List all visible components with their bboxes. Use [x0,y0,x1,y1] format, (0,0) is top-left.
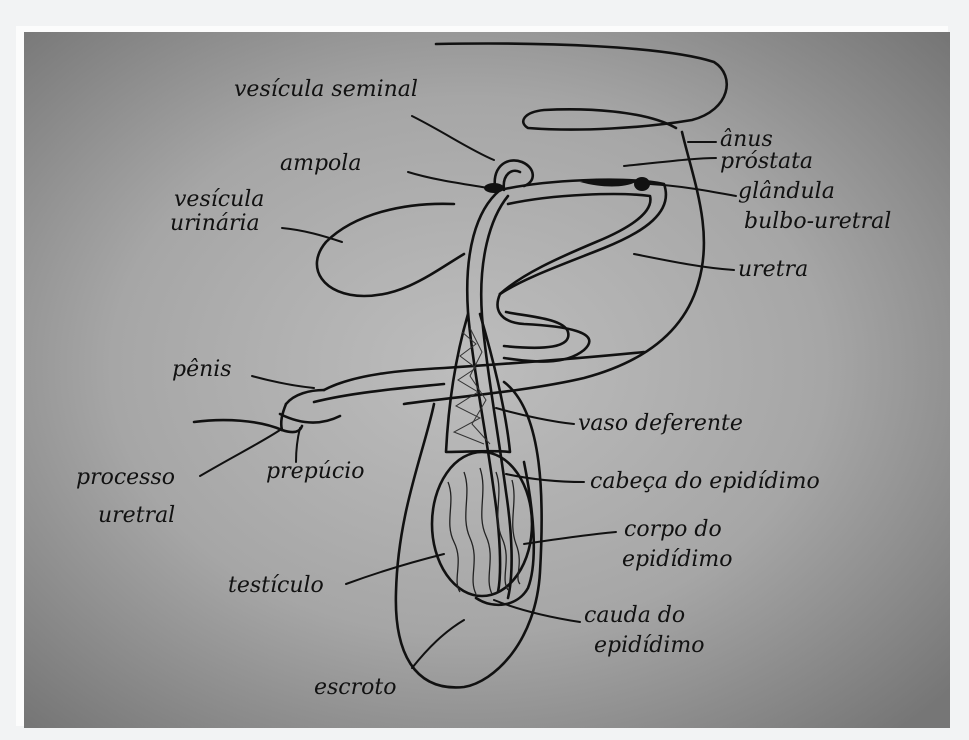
label-cauda-epididimo-1: cauda do [584,603,685,628]
label-testiculo: testículo [228,573,324,598]
bulbourethral-gland-mark [634,177,650,191]
label-corpo-epididimo-1: corpo do [624,517,722,542]
label-vaso-deferente: vaso deferente [578,411,743,436]
label-vesicula-seminal: vesícula seminal [234,77,418,102]
label-vesicula-urinaria-1: vesícula [174,187,264,212]
diagram-background [24,32,950,728]
label-prepucio: prepúcio [266,459,364,484]
label-glandula-2: bulbo-uretral [744,209,891,234]
label-processo-uretral-1: processo [76,465,175,490]
label-uretra: uretra [738,257,808,282]
label-glandula-1: glândula [738,179,835,204]
label-cauda-epididimo-2: epidídimo [594,633,704,658]
label-cabeca-epididimo: cabeça do epidídimo [590,469,820,494]
label-vesicula-urinaria-2: urinária [170,211,260,236]
label-prostata: próstata [720,149,813,174]
label-processo-uretral-2: uretral [98,503,175,528]
label-penis: pênis [172,357,232,382]
label-escroto: escroto [314,675,396,700]
anatomy-diagram: vesícula seminal ampola vesícula urinári… [24,32,950,728]
label-ampola: ampola [280,151,361,176]
label-corpo-epididimo-2: epidídimo [622,547,732,572]
